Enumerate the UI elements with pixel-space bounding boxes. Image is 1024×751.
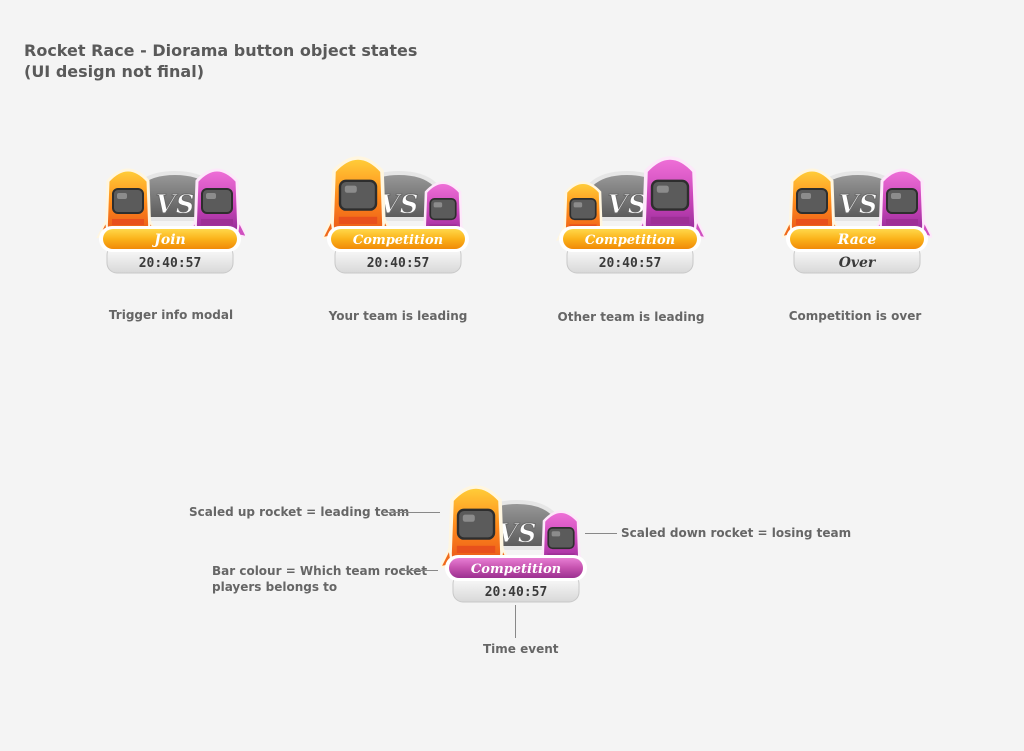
annotation-line: [400, 570, 438, 571]
bar-label: Competition: [585, 233, 675, 248]
detail-competition-button[interactable]: Competition 20:40:57: [441, 484, 591, 624]
bar-label: Competition: [471, 562, 561, 577]
annotation-line: [515, 605, 516, 638]
caption-other-team-leading: Other team is leading: [557, 310, 705, 324]
state-your-team-leading-button[interactable]: Competition 20:40:57: [323, 155, 473, 295]
caption-join: Trigger info modal: [108, 308, 234, 322]
over-label: Over: [839, 255, 877, 271]
timer-text: 20:40:57: [367, 256, 430, 271]
bar-label: Race: [837, 232, 877, 248]
page-title: Rocket Race - Diorama button object stat…: [24, 41, 418, 81]
timer-text: 20:40:57: [485, 585, 548, 600]
annotation-losing-team: Scaled down rocket = losing team: [621, 526, 852, 540]
state-other-team-leading-button[interactable]: Competition 20:40:57: [555, 155, 705, 295]
annotation-time-event: Time event: [483, 642, 559, 656]
timer-text: 20:40:57: [139, 256, 202, 271]
bar-label: Join: [151, 232, 185, 248]
state-join-button[interactable]: Join 20:40:57: [95, 155, 245, 295]
annotation-leading-team: Scaled up rocket = leading team: [189, 505, 410, 519]
bar-label: Competition: [353, 233, 443, 248]
annotation-bar-colour: Bar colour = Which team rocket players b…: [212, 564, 428, 594]
caption-your-team-leading: Your team is leading: [328, 309, 468, 323]
annotation-line: [382, 512, 440, 513]
state-race-over-button[interactable]: Race Over: [782, 155, 932, 295]
caption-competition-over: Competition is over: [788, 309, 922, 323]
timer-text: 20:40:57: [599, 256, 662, 271]
annotation-line: [585, 533, 617, 534]
